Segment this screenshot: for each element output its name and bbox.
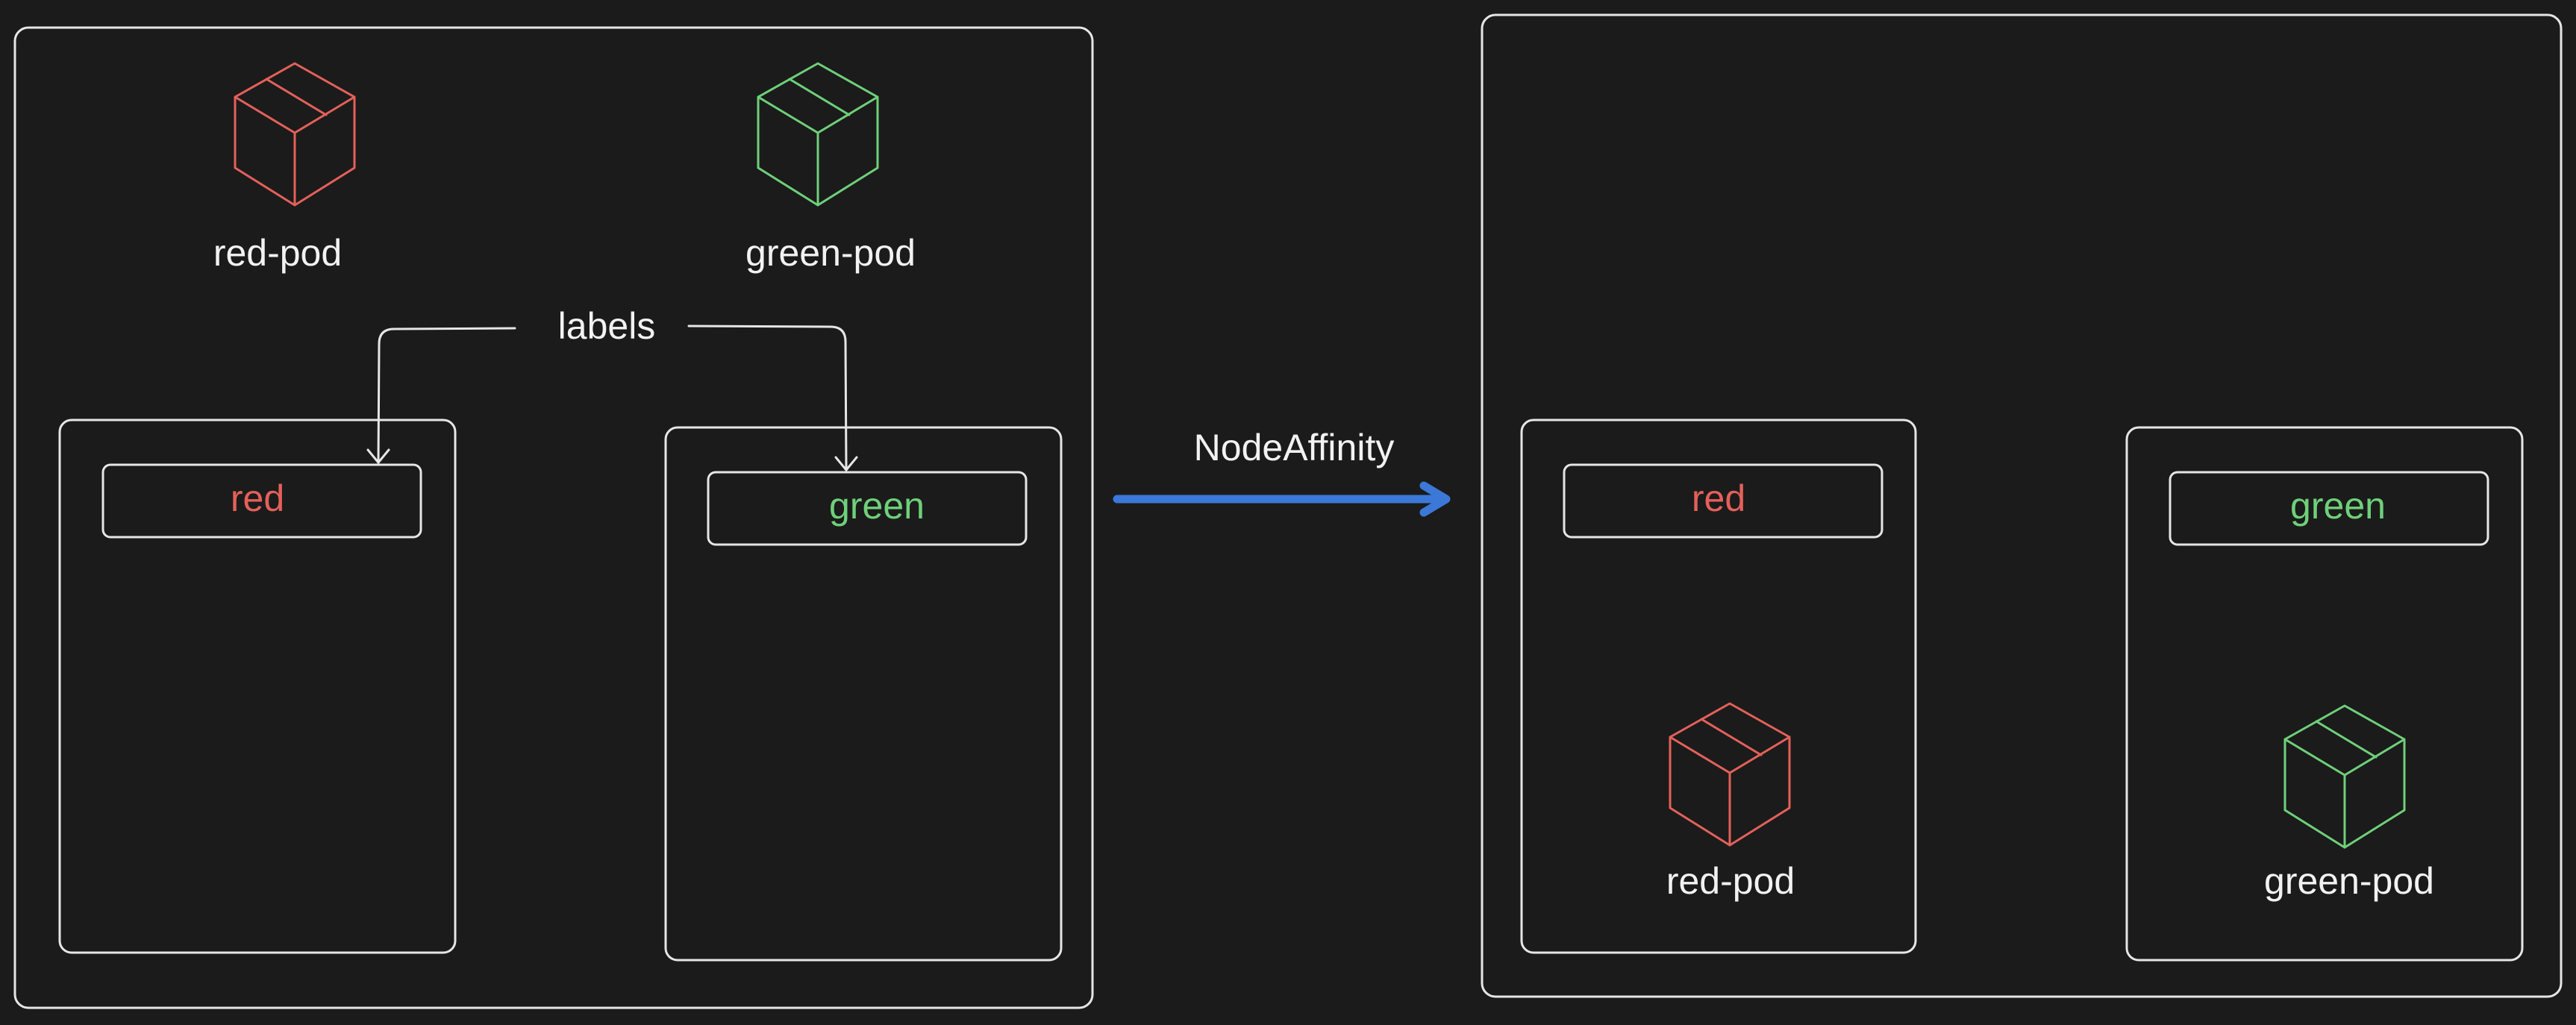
cluster-before-frame: [13, 26, 1094, 1009]
node-green-after: green green-pod: [2125, 426, 2524, 962]
node-green-before: green: [664, 426, 1063, 962]
green-pod-icon: [757, 62, 879, 207]
node-red-before-label: red: [231, 477, 284, 519]
node-green-before-label-box: [707, 471, 1028, 546]
node-green-before-frame: [664, 426, 1063, 962]
red-pod-label-scheduled: red-pod: [1666, 860, 1795, 902]
labels-caption: labels: [558, 305, 656, 347]
node-affinity-label: NodeAffinity: [1194, 427, 1395, 468]
node-red-after: red red-pod: [1520, 419, 1917, 954]
green-pod-icon-scheduled: [2283, 704, 2406, 849]
node-affinity-arrow: [1113, 481, 1451, 517]
red-pod-icon-scheduled: [1669, 702, 1791, 847]
red-pod-label: red-pod: [213, 232, 342, 274]
cluster-before: red-pod green-pod labels red green: [13, 26, 1094, 1009]
labels-connector-red: [366, 327, 516, 464]
green-pod-label-scheduled: green-pod: [2264, 860, 2434, 902]
red-pod-icon: [234, 62, 356, 207]
node-green-after-label-box: [2169, 471, 2489, 546]
node-red-after-frame: [1520, 419, 1917, 954]
cluster-after: red red-pod green green-pod: [1481, 13, 2563, 998]
node-green-after-frame: [2125, 426, 2524, 962]
node-red-after-label-box: [1563, 463, 1883, 539]
node-red-after-label: red: [1692, 477, 1745, 519]
labels-connector-green: [687, 325, 858, 471]
node-green-before-label: green: [829, 485, 925, 527]
node-red-before-frame: [58, 419, 457, 954]
node-red-before-label-box: [101, 463, 422, 539]
cluster-after-frame: [1481, 13, 2563, 998]
green-pod-label: green-pod: [745, 232, 916, 274]
node-green-after-label: green: [2290, 485, 2386, 527]
node-affinity-transition: NodeAffinity: [1113, 427, 1451, 517]
node-red-before: red: [58, 419, 457, 954]
